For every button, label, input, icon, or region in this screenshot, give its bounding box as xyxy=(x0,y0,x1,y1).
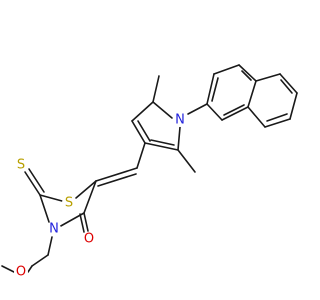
svg-text:S: S xyxy=(17,158,25,173)
atom-o-keto: O xyxy=(82,232,96,247)
bond-skeleton xyxy=(1,64,298,273)
molecule-canvas: S S N O O N xyxy=(1,64,298,280)
atom-o-ether: O xyxy=(14,265,28,280)
atom-n-thiazolidine: N xyxy=(47,222,61,237)
svg-text:N: N xyxy=(49,222,59,237)
atom-labels: S S N O O N xyxy=(14,113,187,280)
svg-text:S: S xyxy=(65,196,73,211)
svg-text:O: O xyxy=(16,265,26,280)
atom-s-ring: S xyxy=(62,196,76,211)
atom-n-pyrrole: N xyxy=(173,113,187,128)
atom-s-thione: S xyxy=(14,158,28,173)
svg-text:N: N xyxy=(175,113,185,128)
molecule-structure: S S N O O N xyxy=(1,64,298,280)
svg-text:O: O xyxy=(84,232,94,247)
